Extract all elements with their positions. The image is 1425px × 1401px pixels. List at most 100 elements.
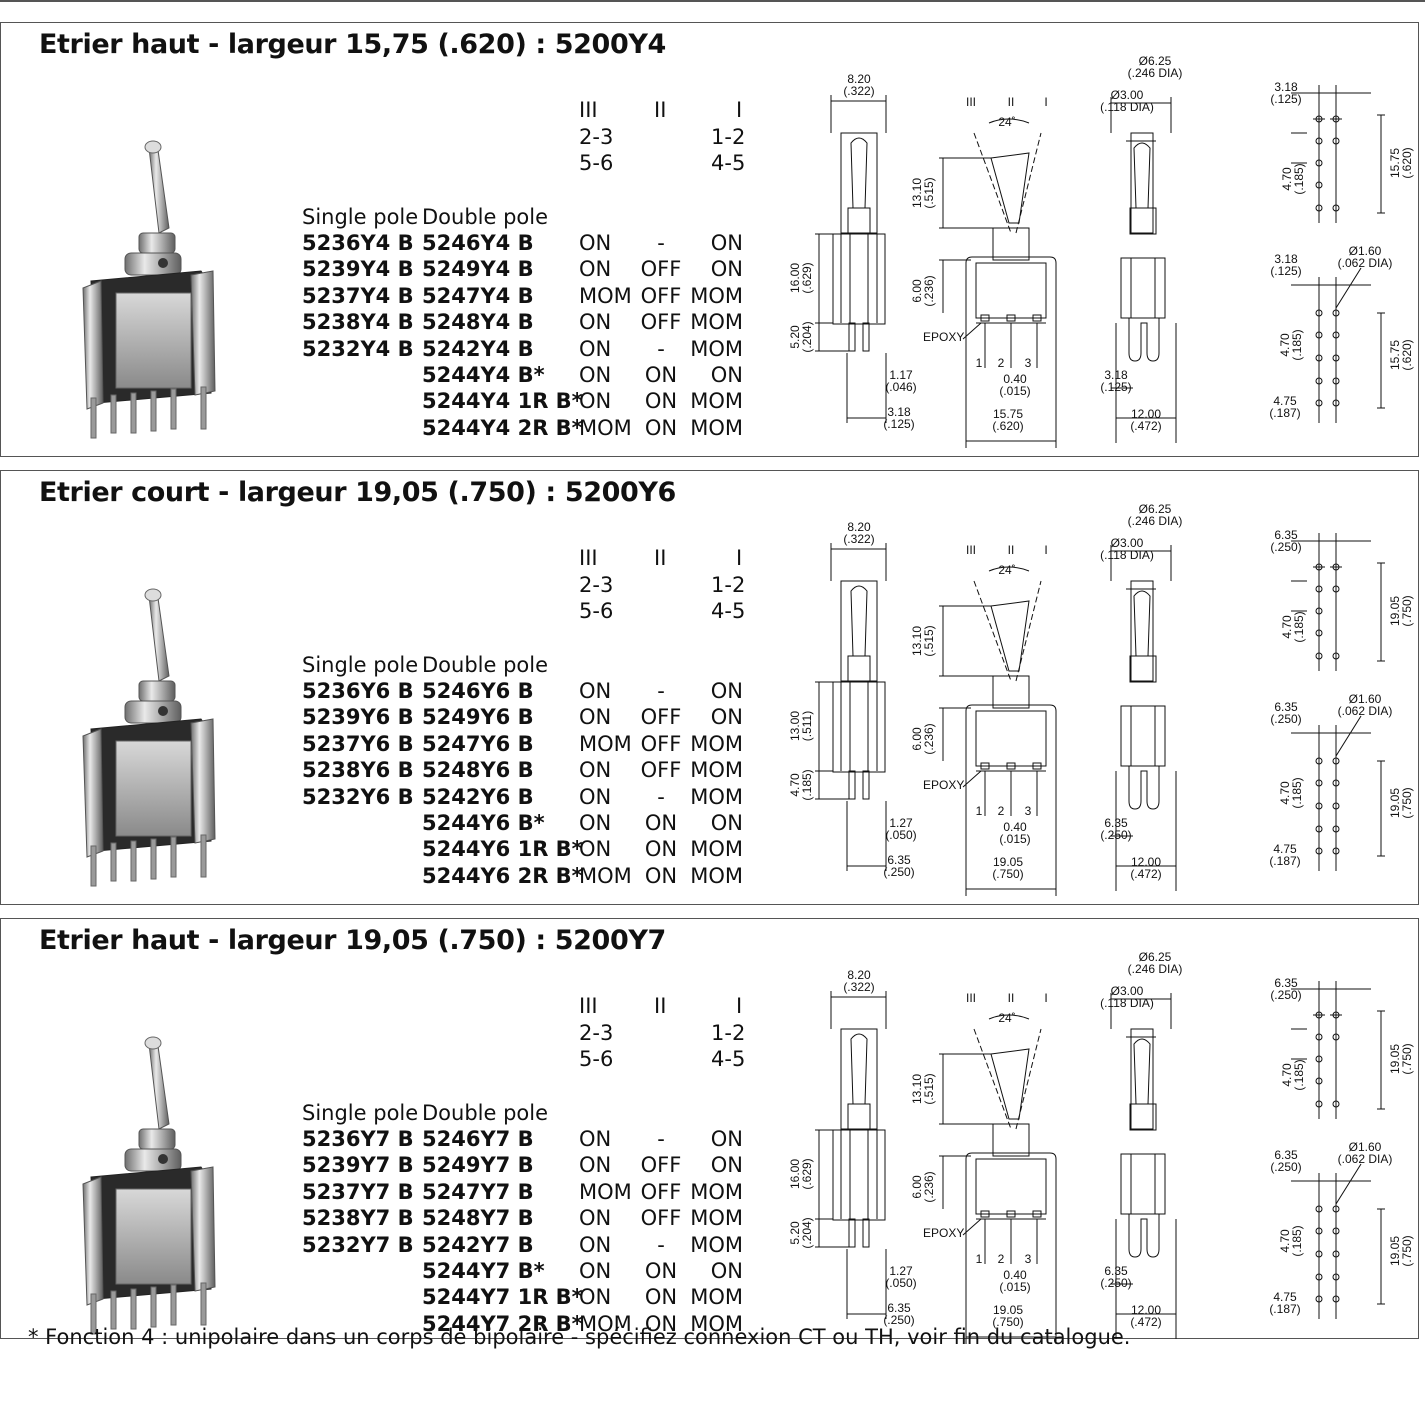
- dim-hole-diameter-in: (.062 DIA): [1338, 704, 1393, 718]
- dim-bushing-height: 6.00: [910, 279, 924, 303]
- dim-body-height: 16.00: [788, 1159, 802, 1189]
- position-1-state: MOM: [690, 1311, 743, 1336]
- position-3-state: ON: [579, 257, 612, 282]
- dim-body-height: 13.00: [788, 711, 802, 741]
- position-1-state: MOM: [690, 837, 743, 862]
- dim-pin-width: 1.27: [889, 1264, 913, 1278]
- footprint-bottom: [1291, 267, 1385, 423]
- dim-inner-diameter: Ø3.00: [1111, 88, 1144, 102]
- position-2-state: ON: [644, 415, 678, 440]
- dim-pin-height-in: (.185): [800, 769, 814, 800]
- dim-inner-diameter-in: (.118 DIA): [1100, 100, 1154, 114]
- dim-fp2-row: 4.70: [1278, 1229, 1292, 1253]
- dim-fp2-pitch: 6.35: [1274, 700, 1298, 714]
- position-2-state: ON: [644, 1259, 678, 1283]
- dim-body-height-in: (.629): [800, 262, 814, 293]
- dim-fp-pitch-in: (.250): [1270, 540, 1301, 554]
- double-pole-header: Double pole: [422, 1101, 549, 1125]
- position-label-2: II: [654, 98, 667, 122]
- single-pole-part: 5239Y6 B: [302, 705, 414, 730]
- dim-width-in: (.750): [992, 867, 1023, 881]
- dim-fp2-bottom: 4.75: [1273, 394, 1297, 408]
- double-pole-part: 5248Y4 B: [422, 310, 534, 335]
- position-1-state: MOM: [690, 1206, 743, 1231]
- position-1-state: ON: [710, 1259, 743, 1283]
- double-pole-part: 5242Y7 B: [422, 1232, 534, 1257]
- terminal-2: 2: [998, 356, 1005, 370]
- dim-side-pitch-in: (.250): [1100, 1276, 1131, 1290]
- single-pole-part: 5239Y4 B: [302, 257, 414, 282]
- double-pole-part: 5244Y4 B*: [422, 363, 545, 387]
- single-pole-part: 5238Y7 B: [302, 1206, 414, 1231]
- footprint-top: [1291, 533, 1385, 671]
- dim-width-top-in: (.322): [843, 532, 874, 546]
- footprint-top: [1291, 85, 1385, 223]
- dim-width: 15.75: [993, 407, 1023, 421]
- dim-hole-diameter-in: (.062 DIA): [1338, 256, 1393, 270]
- dim-fp2-row: 4.70: [1278, 333, 1292, 357]
- dim-fp-pitch: 6.35: [1274, 976, 1298, 990]
- dim-lever-height-in: (.515): [922, 177, 936, 208]
- pos-label-ii: II: [1008, 95, 1015, 109]
- footnote: * Fonction 4 : unipolaire dans un corps …: [28, 1325, 1131, 1349]
- toggle-switch-photo: [82, 140, 216, 439]
- single-pole-part: 5236Y7 B: [302, 1127, 414, 1151]
- section-title: Etrier court - largeur 19,05 (.750) : 52…: [39, 477, 676, 508]
- double-pole-part: 5244Y7 1R B*: [422, 1285, 583, 1310]
- position-1-state: ON: [710, 231, 743, 255]
- dim-hole-diameter: Ø1.60: [1349, 244, 1382, 258]
- dim-depth: 12.00: [1131, 855, 1161, 869]
- position-3-state: MOM: [579, 1179, 632, 1204]
- product-section-1: Etrier haut - largeur 15,75 (.620) : 520…: [0, 22, 1419, 457]
- pos-label-ii: II: [1008, 543, 1015, 557]
- position-1-state: ON: [710, 811, 743, 835]
- dim-outer-diameter: Ø6.25: [1139, 54, 1172, 68]
- terminal-pair-1: 1-2: [711, 125, 746, 149]
- dim-fp-pitch: 6.35: [1274, 528, 1298, 542]
- double-pole-part: 5248Y6 B: [422, 758, 534, 783]
- footprint-views: [1291, 533, 1385, 871]
- dim-pin-pitch-in: (.250): [883, 1313, 914, 1327]
- dim-inner-diameter: Ø3.00: [1111, 536, 1144, 550]
- dim-pin-height: 5.20: [788, 1221, 802, 1245]
- dim-fp2-bottom-in: (.187): [1269, 854, 1300, 868]
- single-pole-part: 5236Y4 B: [302, 231, 414, 255]
- double-pole-part: 5244Y6 1R B*: [422, 837, 583, 862]
- dim-pin-width-in: (.050): [885, 1276, 916, 1290]
- footprint-top: [1291, 981, 1385, 1119]
- top-rule: [0, 0, 1425, 2]
- dim-fp2-height-in: (.620): [1400, 339, 1414, 370]
- front-view-left-labels: 8.20 (.322) 13.00 (.511) 4.70 (.185) 1.2…: [788, 520, 917, 879]
- single-pole-part: 5238Y6 B: [302, 758, 414, 783]
- single-pole-header: Single pole: [302, 653, 419, 677]
- front-view-left: [815, 95, 887, 423]
- dim-width: 19.05: [993, 1303, 1023, 1317]
- dim-fp2-height: 19.05: [1388, 1236, 1402, 1266]
- dim-fp2-height-in: (.750): [1400, 1235, 1414, 1266]
- epoxy-label: EPOXY: [923, 778, 964, 792]
- position-2-state: OFF: [640, 1179, 682, 1204]
- position-2-state: ON: [644, 811, 678, 835]
- dim-inner-diameter-in: (.118 DIA): [1100, 996, 1154, 1010]
- position-3-state: ON: [579, 1285, 612, 1310]
- dim-width-top: 8.20: [847, 520, 871, 534]
- single-pole-part: 5236Y6 B: [302, 679, 414, 703]
- dim-outer-diameter: Ø6.25: [1139, 950, 1172, 964]
- dim-lever-height: 13.10: [910, 1074, 924, 1104]
- position-2-state: ON: [644, 1285, 678, 1310]
- dim-side-pitch: 6.35: [1104, 1264, 1128, 1278]
- dim-pin-height-in: (.204): [800, 321, 814, 352]
- double-pole-part: 5244Y7 B*: [422, 1259, 545, 1283]
- dim-fp2-height-in: (.750): [1400, 787, 1414, 818]
- footprint-views: [1291, 981, 1385, 1319]
- terminal-pair-1b: 4-5: [711, 151, 746, 175]
- double-pole-part: 5247Y6 B: [422, 731, 534, 756]
- dim-hole-diameter-in: (.062 DIA): [1338, 1152, 1393, 1166]
- dim-side-pitch-in: (.250): [1100, 828, 1131, 842]
- dim-body-height: 16.00: [788, 263, 802, 293]
- position-2-state: OFF: [640, 705, 682, 730]
